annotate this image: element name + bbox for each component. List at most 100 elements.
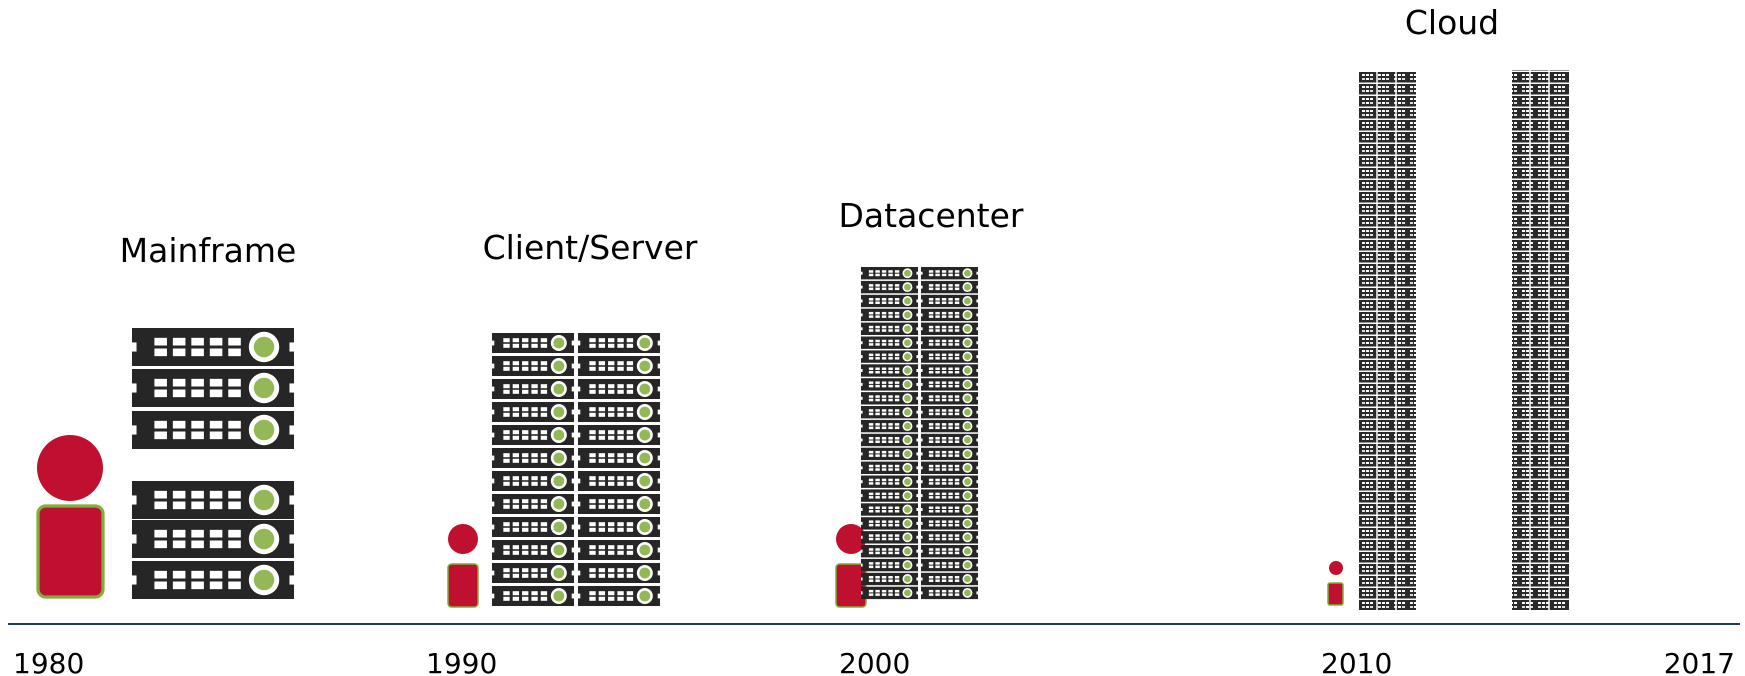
- server-unit-icon: [861, 280, 918, 294]
- server-unit-icon: [921, 572, 978, 586]
- server-unit-icon: [492, 494, 574, 514]
- server-unit-icon: [132, 369, 294, 407]
- person-head: [37, 435, 103, 501]
- server-unit-icon: [861, 392, 918, 405]
- server-unit-icon: [921, 475, 978, 488]
- server-unit-icon: [492, 379, 574, 399]
- person-body: [36, 504, 105, 599]
- server-unit-icon: [578, 425, 660, 445]
- person-body: [447, 563, 479, 608]
- server-unit-icon: [921, 489, 978, 502]
- server-unit-icon: [861, 267, 918, 280]
- server-unit-icon: [921, 392, 978, 405]
- server-unit-icon: [921, 447, 978, 461]
- server-unit-icon: [921, 294, 978, 308]
- server-unit-icon: [921, 378, 978, 391]
- server-unit-icon: [861, 461, 918, 474]
- cloud-rack-left: [1359, 72, 1416, 610]
- server-unit-icon: [578, 471, 660, 491]
- person-head: [448, 524, 478, 554]
- year-label-2000: 2000: [839, 647, 910, 676]
- year-label-2010: 2010: [1321, 647, 1392, 676]
- person-body: [835, 563, 867, 608]
- era-label-datacenter: Datacenter: [839, 196, 1024, 235]
- server-unit-icon: [921, 267, 978, 280]
- person-head: [836, 524, 866, 554]
- person-icon: [36, 435, 105, 599]
- server-unit-icon: [861, 572, 918, 586]
- era-label-cloud: Cloud: [1405, 3, 1499, 42]
- server-unit-icon: [861, 558, 918, 572]
- server-unit-icon: [861, 336, 918, 349]
- server-unit-icon: [578, 517, 660, 537]
- server-unit-icon: [921, 586, 978, 600]
- server-unit-icon: [492, 333, 574, 353]
- server-unit-icon: [492, 425, 574, 445]
- server-unit-icon: [861, 364, 918, 377]
- person-head: [1329, 561, 1343, 575]
- server-unit-icon: [921, 336, 978, 349]
- year-label-1980: 1980: [13, 647, 84, 676]
- server-unit-icon: [921, 406, 978, 419]
- person-icon: [835, 524, 867, 608]
- server-unit-icon: [578, 494, 660, 514]
- server-unit-icon: [578, 379, 660, 399]
- server-unit-icon: [921, 322, 978, 335]
- server-unit-icon: [861, 350, 918, 363]
- server-unit-icon: [492, 471, 574, 491]
- server-unit-icon: [861, 489, 918, 502]
- server-unit-icon: [861, 294, 918, 308]
- server-unit-icon: [861, 378, 918, 391]
- server-unit-icon: [492, 586, 574, 606]
- server-unit-icon: [492, 448, 574, 468]
- server-unit-icon: [578, 333, 660, 353]
- server-unit-icon: [921, 419, 978, 433]
- server-unit-icon: [921, 364, 978, 377]
- server-unit-icon: [578, 540, 660, 560]
- person-icon: [447, 524, 479, 608]
- cloud-rack-right: [1512, 70, 1569, 610]
- server-unit-icon: [921, 280, 978, 294]
- server-unit-icon: [921, 503, 978, 516]
- server-unit-icon: [861, 503, 918, 516]
- person-body: [1327, 582, 1344, 606]
- server-unit-icon: [861, 475, 918, 488]
- server-unit-icon: [921, 558, 978, 572]
- server-unit-icon: [861, 433, 918, 447]
- server-unit-icon: [492, 517, 574, 537]
- era-label-mainframe: Mainframe: [120, 231, 297, 270]
- server-unit-icon: [861, 308, 918, 322]
- server-unit-icon: [861, 406, 918, 419]
- server-unit-icon: [861, 419, 918, 433]
- server-unit-icon: [492, 402, 574, 422]
- server-unit-icon: [578, 402, 660, 422]
- server-unit-icon: [861, 545, 918, 558]
- server-unit-icon: [578, 448, 660, 468]
- server-unit-icon: [132, 561, 294, 599]
- person-icon: [1327, 561, 1344, 606]
- server-unit-icon: [921, 461, 978, 474]
- server-unit-icon: [492, 540, 574, 560]
- server-unit-icon: [861, 531, 918, 544]
- server-unit-icon: [578, 563, 660, 583]
- server-unit-icon: [921, 308, 978, 322]
- server-unit-icon: [492, 356, 574, 376]
- server-unit-icon: [132, 328, 294, 366]
- server-unit-icon: [578, 356, 660, 376]
- server-unit-icon: [921, 545, 978, 558]
- server-unit-icon: [921, 433, 978, 447]
- server-unit-icon: [861, 447, 918, 461]
- server-unit-icon: [861, 517, 918, 530]
- people-group: [36, 435, 1344, 608]
- server-unit-icon: [921, 350, 978, 363]
- year-label-1990: 1990: [426, 647, 497, 676]
- server-unit-icon: [578, 586, 660, 606]
- servers-group: [132, 267, 978, 606]
- server-unit-icon: [132, 481, 294, 519]
- server-unit-icon: [492, 563, 574, 583]
- server-unit-icon: [921, 531, 978, 544]
- year-label-2017: 2017: [1664, 647, 1735, 676]
- server-unit-icon: [861, 586, 918, 600]
- server-unit-icon: [861, 322, 918, 335]
